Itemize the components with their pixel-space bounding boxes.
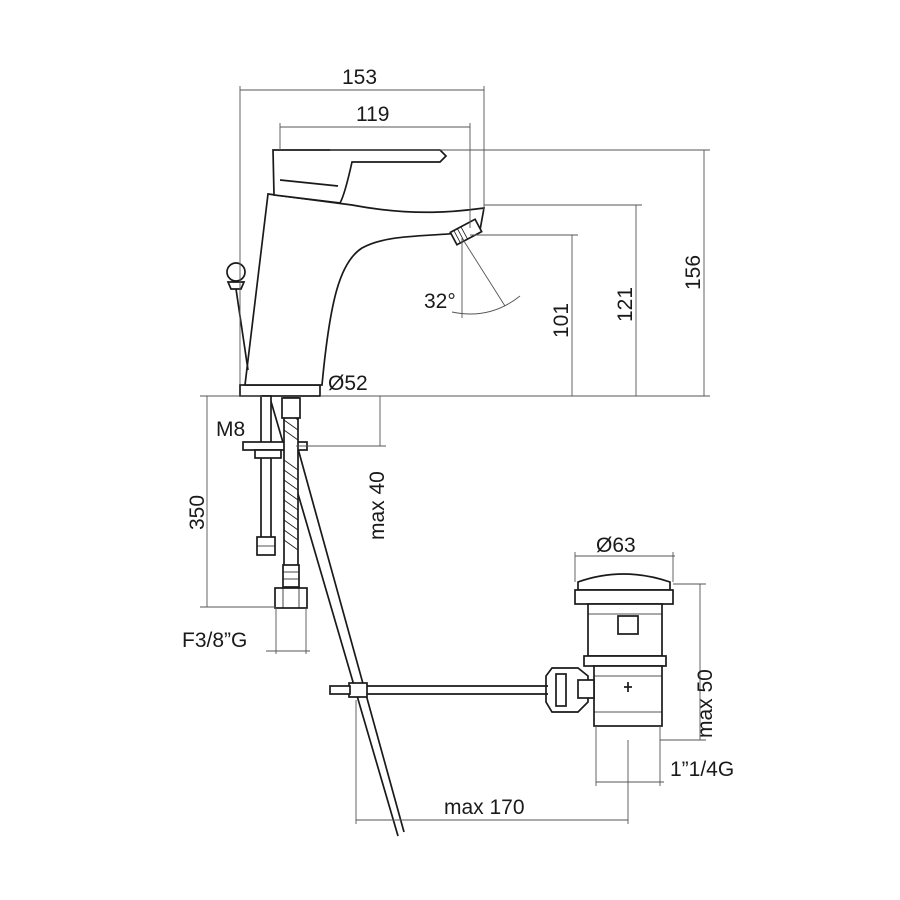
pop-up-knob <box>226 262 246 282</box>
waste-body <box>587 603 663 657</box>
faucet-spout <box>244 193 486 386</box>
waste-tail <box>593 665 663 727</box>
label-spout-outlet-height: 101 <box>550 303 573 338</box>
label-base-diameter: Ø52 <box>328 372 368 395</box>
hose-nut <box>274 587 308 609</box>
rod-clamp <box>348 682 368 698</box>
dimension-labels: 153 119 156 121 101 32° Ø52 M8 350 max 4… <box>182 66 734 819</box>
faucet-lever <box>272 149 448 204</box>
label-max-deck-thickness: max 40 <box>366 471 389 540</box>
flexible-hose <box>283 397 299 569</box>
label-waste-cap-diameter: Ø63 <box>596 534 636 557</box>
dimension-lines <box>200 86 710 824</box>
label-overall-height: 156 <box>682 255 705 290</box>
label-waste-thread: 1”1/4G <box>670 758 734 781</box>
label-spout-top-height: 121 <box>614 287 637 322</box>
threaded-stud <box>260 395 272 547</box>
mounting-assembly <box>242 395 308 609</box>
label-overall-length: 153 <box>342 66 377 89</box>
label-spray-angle: 32° <box>424 290 456 313</box>
label-waste-max-thickness: max 50 <box>694 669 717 738</box>
label-hose-length: 350 <box>186 495 209 530</box>
faucet-body <box>239 149 486 397</box>
label-spout-length: 119 <box>356 103 389 126</box>
waste-assembly <box>329 573 674 727</box>
waste-cap <box>577 573 671 591</box>
label-thread: M8 <box>216 418 245 441</box>
label-rod-max-length: max 170 <box>444 796 525 819</box>
aerator <box>449 218 483 246</box>
waste-flange <box>574 589 674 605</box>
label-hose-connection: F3/8”G <box>182 629 247 652</box>
faucet-base <box>239 384 321 397</box>
